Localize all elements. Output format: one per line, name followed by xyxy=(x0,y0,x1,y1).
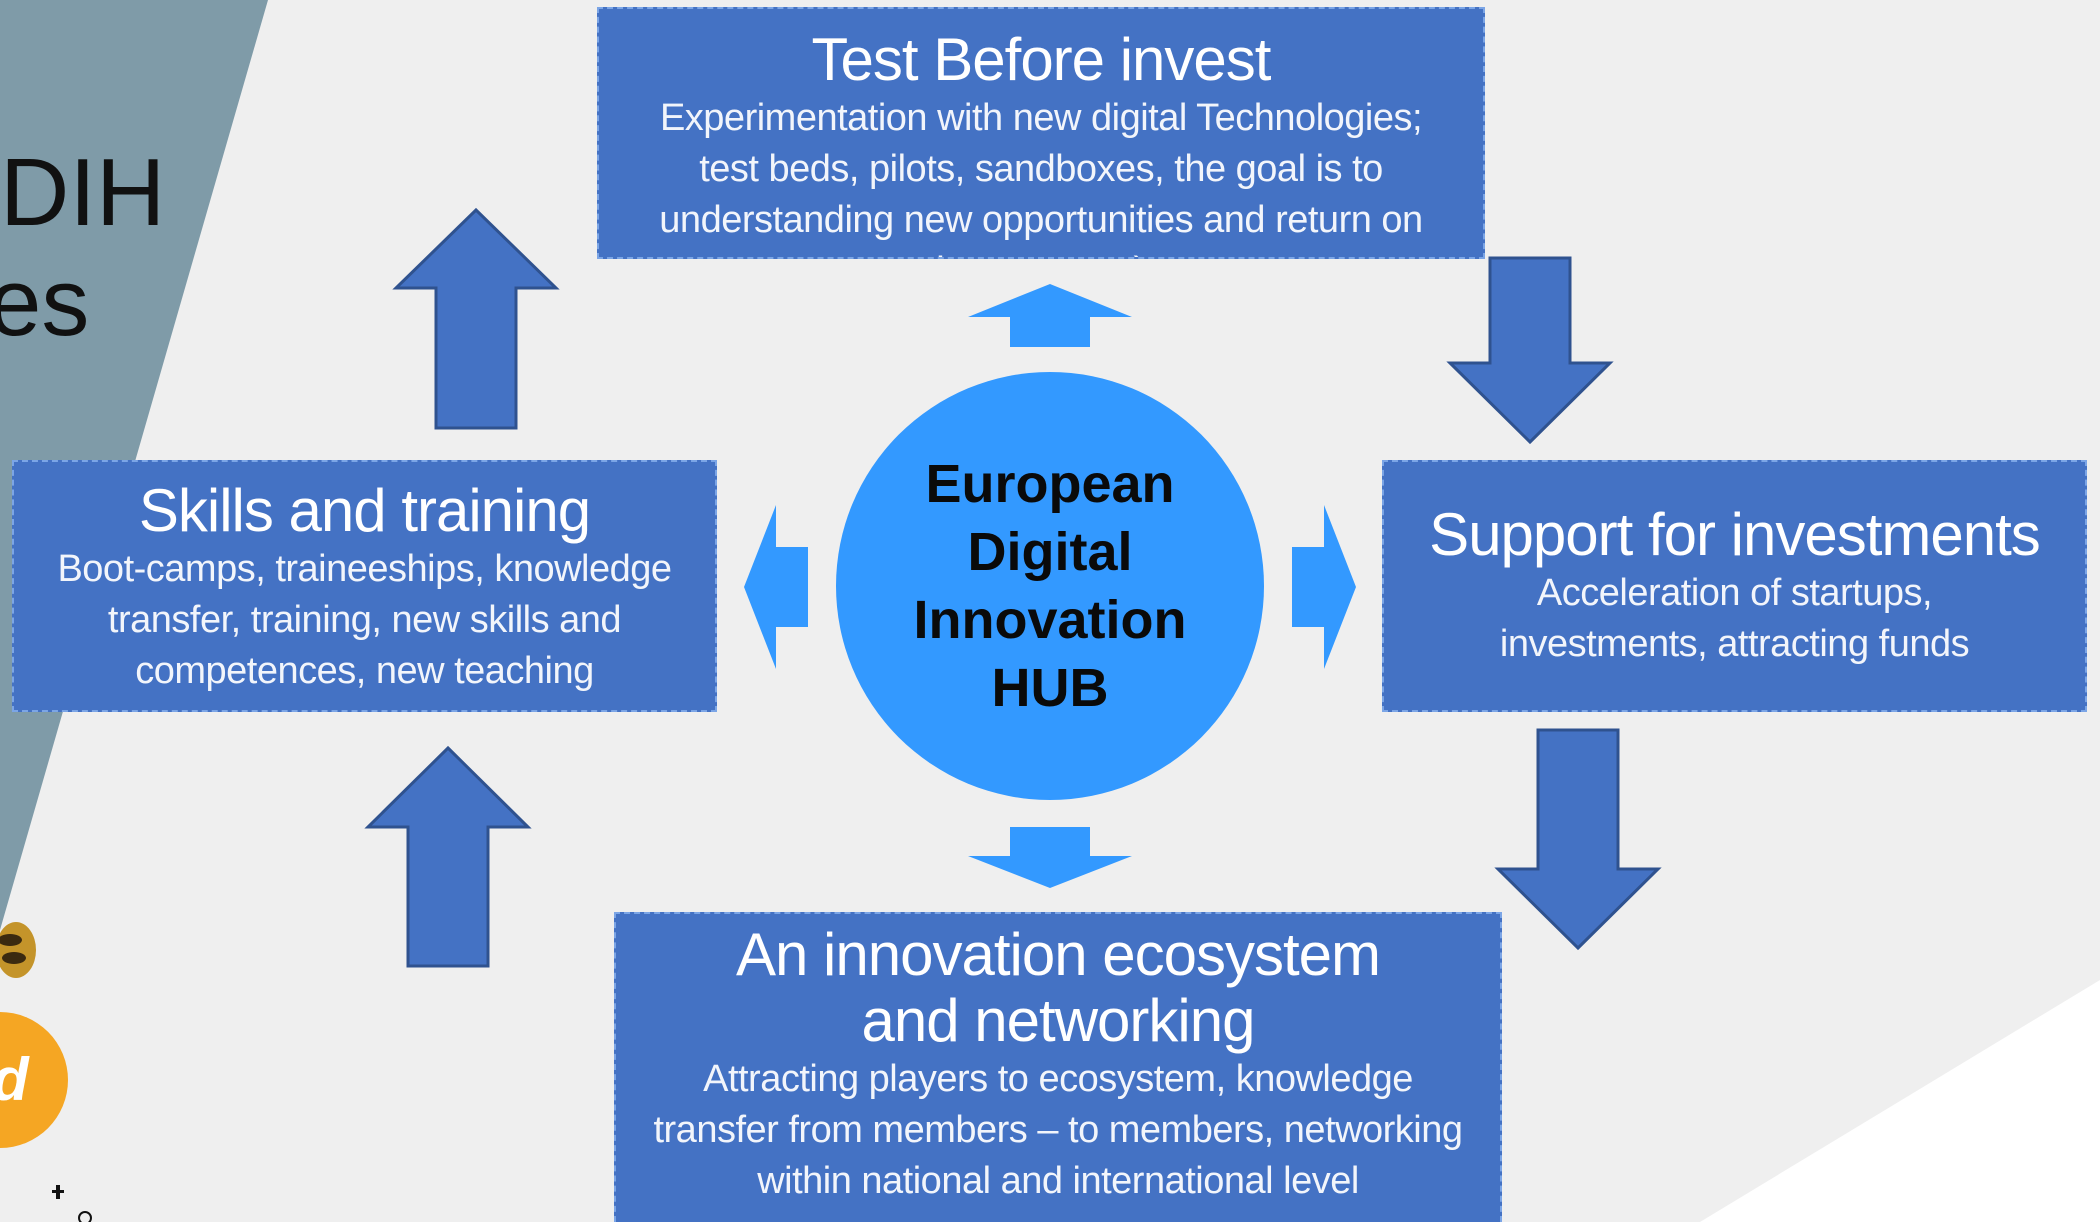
hub-circle: European Digital Innovation HUB xyxy=(836,372,1264,800)
hub-arrow-left xyxy=(744,505,808,669)
hub-arrow-right xyxy=(1292,505,1356,669)
cycle-arrow-down-bottom-right xyxy=(1494,728,1662,951)
hub-label: European Digital Innovation HUB xyxy=(913,454,1187,718)
cycle-arrow-up-top-left xyxy=(392,207,560,430)
hub-arrow-up xyxy=(968,284,1132,347)
badge-circle xyxy=(0,1012,68,1148)
support-for-investments-description: Acceleration of startups, investments, a… xyxy=(1499,572,1970,665)
skills-and-training-description: Boot-camps, traineeships, knowledge tran… xyxy=(57,548,672,710)
bottom-right-white-shape xyxy=(1700,980,2100,1222)
test-before-invest-title: Test Before invest xyxy=(811,26,1272,93)
cycle-arrow-down-top-right xyxy=(1446,256,1614,445)
hub-arrow-down xyxy=(968,827,1132,888)
innovation-ecosystem-box: An innovation ecosystem and networking A… xyxy=(614,912,1502,1222)
test-before-invest-box: Test Before invest Experimentation with … xyxy=(597,7,1485,259)
slide-title-line-2: es xyxy=(0,249,90,356)
small-figures-icon xyxy=(52,1185,92,1222)
cycle-arrow-up-bottom-left xyxy=(364,745,532,968)
bee-icon xyxy=(0,922,36,978)
badge-glyph: d xyxy=(0,1046,30,1113)
innovation-ecosystem-description: Attracting players to ecosystem, knowled… xyxy=(653,1058,1463,1202)
skills-and-training-box: Skills and training Boot-camps, trainees… xyxy=(12,460,717,712)
test-before-invest-description: Experimentation with new digital Technol… xyxy=(659,97,1423,257)
innovation-ecosystem-title: An innovation ecosystem and networking xyxy=(735,921,1381,1054)
support-for-investments-box: Support for investments Acceleration of … xyxy=(1382,460,2087,712)
support-for-investments-title: Support for investments xyxy=(1429,501,2041,568)
slide-title-line-1: DIH xyxy=(0,139,166,246)
skills-and-training-title: Skills and training xyxy=(138,477,591,544)
